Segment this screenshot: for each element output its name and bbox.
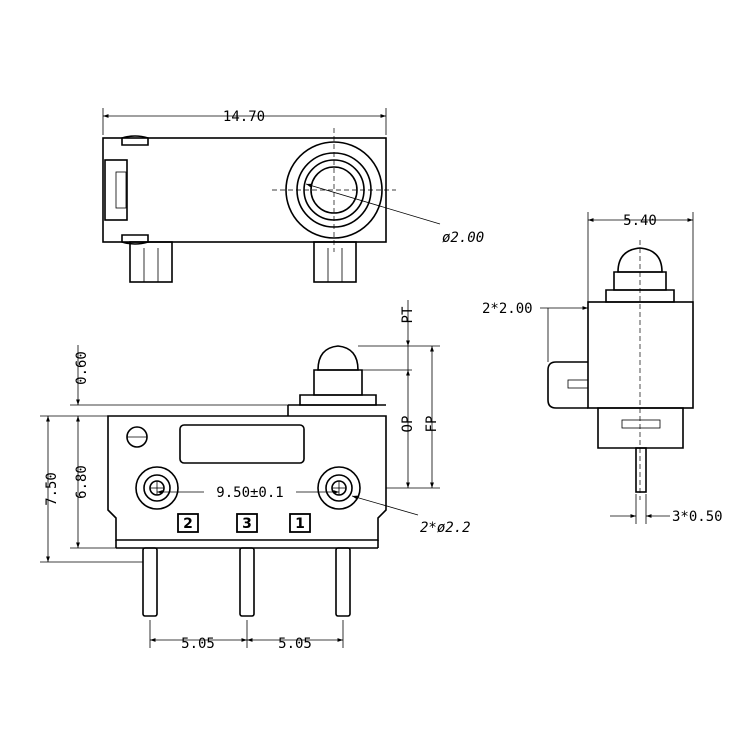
plunger-dome (317, 345, 359, 371)
pin-spacing-left-label: 5.05 (181, 636, 215, 652)
pt-label: PT (400, 306, 416, 323)
top-view: 14.70 ø2.00 (102, 108, 484, 283)
pin-box-3 (236, 513, 258, 533)
pin-spacing-right-label: 5.05 (278, 636, 312, 652)
front-view: 9.50±0.1 2*ø2.2 2 3 1 5.05 5.05 7 (40, 300, 471, 652)
plunger-outer-ring (285, 141, 383, 239)
front-window (179, 424, 305, 464)
pin-label-2: 2 (183, 516, 193, 532)
side-offset-label: 2*2.00 (482, 301, 533, 317)
top-gap-label: 0.60 (74, 351, 90, 385)
pin-label-1: 1 (295, 516, 305, 532)
body-height-label: 6.80 (74, 465, 90, 499)
side-pin (635, 447, 647, 493)
total-height-label: 7.50 (44, 472, 60, 506)
hole-diameter-label: ø2.00 (442, 230, 484, 246)
hole-spacing-label: 9.50±0.1 (216, 485, 283, 501)
pin-label-3: 3 (242, 516, 252, 532)
hole-diameter-front-label: 2*ø2.2 (420, 520, 471, 536)
mounting-hole-right (317, 466, 361, 510)
pin-left (142, 547, 158, 617)
side-body (587, 301, 694, 409)
width-dimension-label: 14.70 (223, 109, 265, 125)
side-width-label: 5.40 (623, 213, 657, 229)
mounting-hole-left (135, 466, 179, 510)
fp-label: FP (424, 416, 440, 433)
pin-width-label: 3*0.50 (672, 509, 723, 525)
pin-middle (239, 547, 255, 617)
pin-right (335, 547, 351, 617)
op-label: OP (400, 416, 416, 433)
plunger-hole (310, 166, 358, 214)
side-view: 5.40 2*2.00 3*0.50 (482, 212, 723, 525)
pin-box-1 (289, 513, 311, 533)
pin-box-2 (177, 513, 199, 533)
